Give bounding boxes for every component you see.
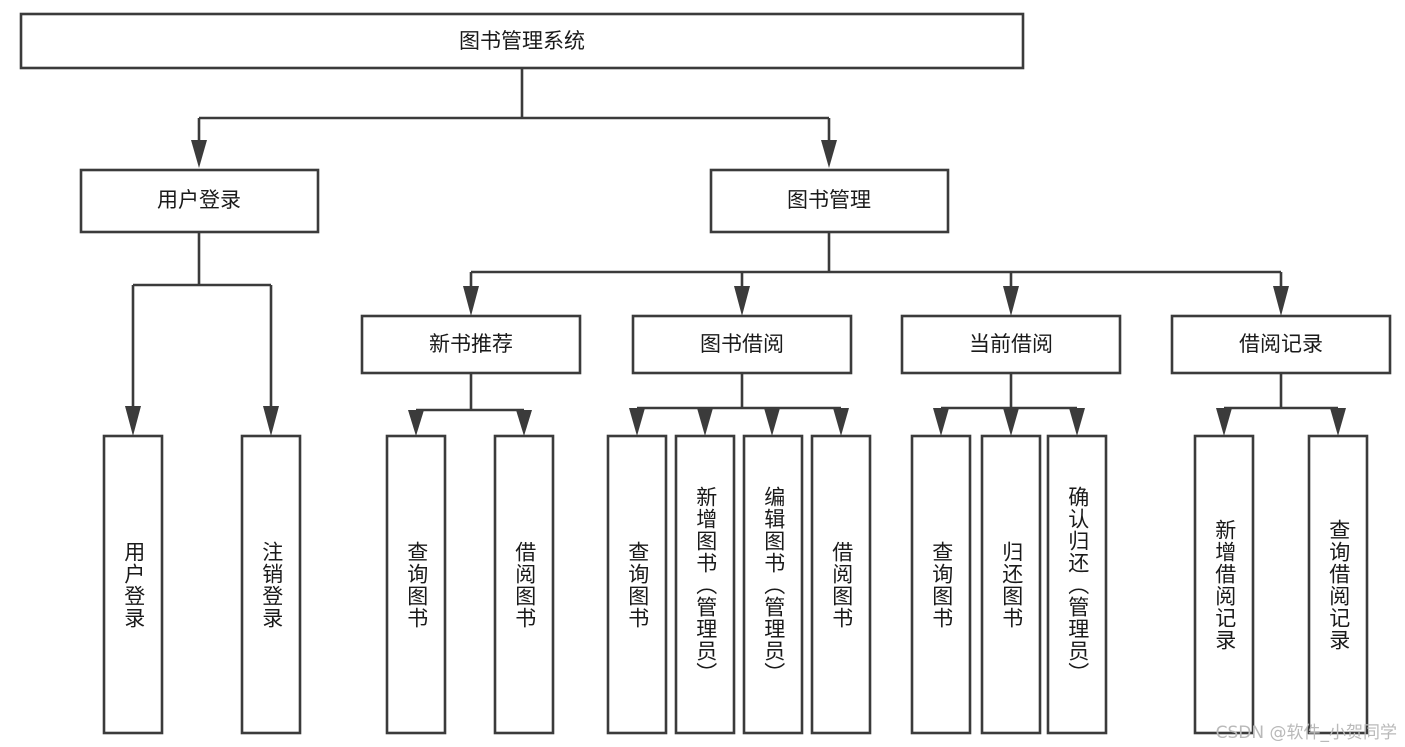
node-user-login-box[interactable] <box>79 168 320 234</box>
node-book-borrow-label: 图书借阅 <box>700 332 784 356</box>
leaf-box-current-borrow-1[interactable] <box>980 434 1042 735</box>
connector-group-book-borrow <box>629 373 849 436</box>
leaf-box-borrow-record-1[interactable] <box>1307 434 1369 735</box>
node-current-borrow[interactable]: 当前借阅 <box>900 314 1122 375</box>
node-book-borrow[interactable]: 图书借阅 <box>631 314 853 375</box>
node-borrow-record[interactable]: 借阅记录 <box>1170 314 1392 375</box>
leaf-box-new-book-rec-1[interactable] <box>493 434 555 735</box>
leaf-box-new-book-rec-0[interactable] <box>385 434 447 735</box>
node-current-borrow-label: 当前借阅 <box>969 332 1053 356</box>
leaf-box-current-borrow-2[interactable] <box>1046 434 1108 735</box>
node-new-book-rec[interactable]: 新书推荐 <box>360 314 582 375</box>
leaf-box-borrow-record-0[interactable] <box>1193 434 1255 735</box>
connector-group-book-manage <box>463 232 1289 316</box>
connector-group-new-book-rec <box>408 373 532 436</box>
connector-group-current-borrow <box>933 373 1085 436</box>
node-book-borrow-box[interactable] <box>631 314 853 375</box>
node-book-manage-label: 图书管理 <box>787 188 871 212</box>
node-new-book-rec-label: 新书推荐 <box>429 332 513 356</box>
node-book-manage-box[interactable] <box>709 168 950 234</box>
leaf-box-user-login-1[interactable] <box>240 434 302 735</box>
leaf-box-book-borrow-0[interactable] <box>606 434 668 735</box>
leaf-box-book-borrow-3[interactable] <box>810 434 872 735</box>
node-root-box[interactable] <box>19 12 1025 70</box>
node-current-borrow-box[interactable] <box>900 314 1122 375</box>
csdn-watermark: CSDN @软件_小贺同学 <box>1215 723 1397 743</box>
leaf-box-user-login-0[interactable] <box>102 434 164 735</box>
node-borrow-record-label: 借阅记录 <box>1239 332 1323 356</box>
node-user-login-label: 用户登录 <box>157 188 241 212</box>
connector-group-root <box>191 68 837 168</box>
connector-group-borrow-record <box>1216 373 1346 436</box>
node-root[interactable]: 图书管理系统 <box>19 12 1025 70</box>
node-book-manage[interactable]: 图书管理 <box>709 168 950 234</box>
node-root-label: 图书管理系统 <box>459 29 585 53</box>
node-user-login[interactable]: 用户登录 <box>79 168 320 234</box>
leaf-box-book-borrow-1[interactable] <box>674 434 736 735</box>
node-new-book-rec-box[interactable] <box>360 314 582 375</box>
leaf-box-book-borrow-2[interactable] <box>742 434 804 735</box>
node-borrow-record-box[interactable] <box>1170 314 1392 375</box>
connector-group-user-login <box>125 232 279 436</box>
leaf-box-current-borrow-0[interactable] <box>910 434 972 735</box>
